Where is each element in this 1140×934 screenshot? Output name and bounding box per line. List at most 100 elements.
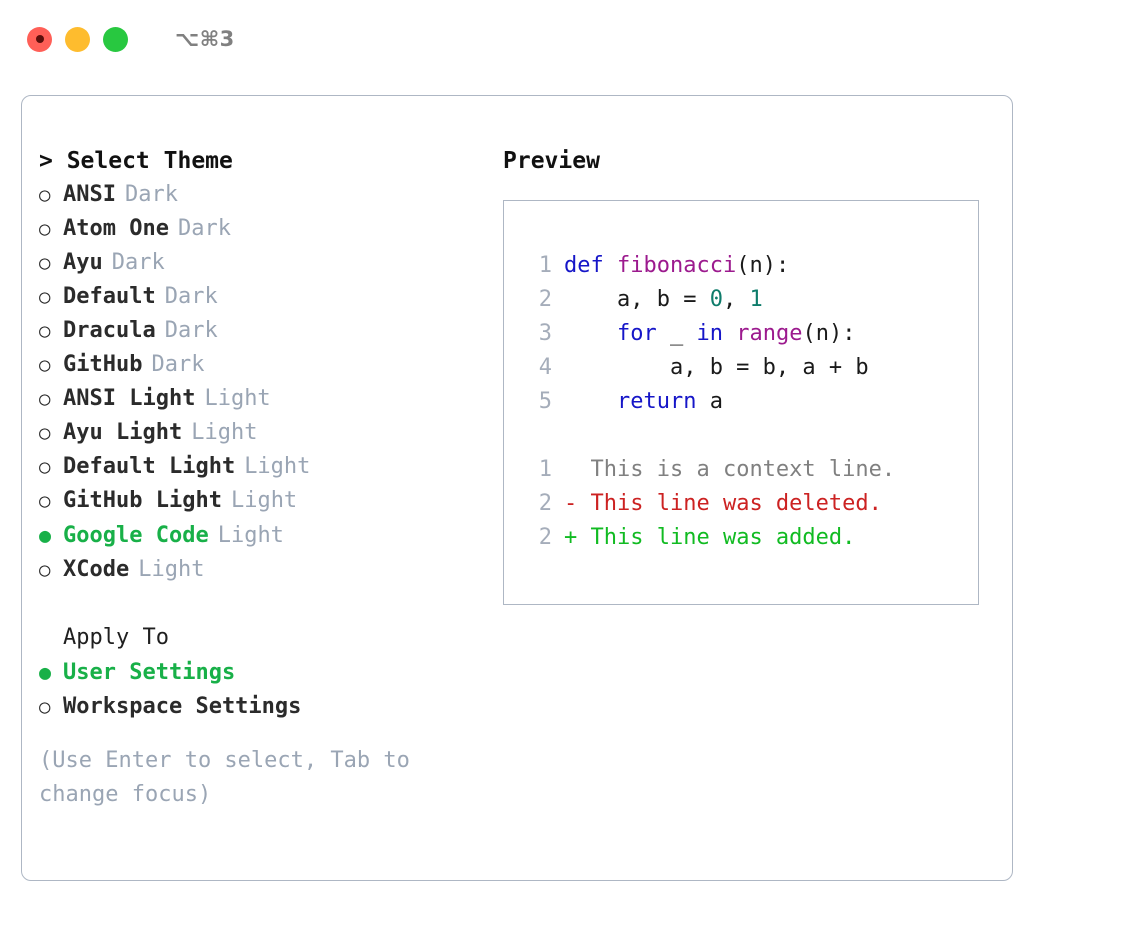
radio-unselected-icon: ○ bbox=[39, 490, 51, 512]
code-diff-gap bbox=[522, 419, 972, 453]
zoom-button-icon[interactable] bbox=[103, 26, 128, 52]
diff-line-text: This line was deleted. bbox=[590, 491, 882, 516]
diff-line-ctx: 1 This is a context line. bbox=[522, 453, 972, 487]
theme-option-label: XCode bbox=[63, 557, 130, 582]
code-token-kw: for bbox=[616, 321, 657, 346]
minimize-button-icon[interactable] bbox=[65, 26, 90, 52]
theme-option-label: Default bbox=[63, 284, 156, 309]
code-token-plain bbox=[564, 321, 617, 346]
diff-line-text: This line was added. bbox=[590, 525, 856, 550]
traffic-lights bbox=[27, 26, 128, 52]
theme-option-label: GitHub Light bbox=[63, 488, 222, 513]
theme-variant-label: Light bbox=[244, 454, 311, 479]
code-token-kw: def bbox=[564, 253, 617, 278]
diff-line-number: 1 bbox=[538, 457, 552, 482]
code-line: 2 a, b = 0, 1 bbox=[522, 283, 972, 317]
diff-line-number: 2 bbox=[538, 491, 552, 516]
preview-title: Preview bbox=[503, 148, 600, 174]
diff-line-prefix: + bbox=[564, 525, 591, 550]
radio-unselected-icon: ○ bbox=[39, 184, 51, 206]
radio-unselected-icon: ○ bbox=[39, 252, 51, 274]
apply-to-option-workspace-settings[interactable]: ○ Workspace Settings bbox=[39, 690, 489, 724]
theme-option-label: Ayu Light bbox=[63, 420, 183, 445]
theme-option-xcode[interactable]: ○ XCode Light bbox=[39, 553, 489, 587]
theme-option-default[interactable]: ○ Default Dark bbox=[39, 280, 489, 314]
apply-to-option-label: User Settings bbox=[63, 660, 236, 685]
theme-variant-label: Dark bbox=[177, 216, 231, 241]
theme-option-label: ANSI bbox=[63, 182, 116, 207]
theme-variant-label: Dark bbox=[164, 318, 218, 343]
radio-unselected-icon: ○ bbox=[39, 320, 51, 342]
apply-to-option-label: Workspace Settings bbox=[63, 694, 302, 719]
window-titlebar: ⌥⌘3 bbox=[0, 0, 1140, 78]
diff-line-del: 2- This line was deleted. bbox=[522, 487, 972, 521]
theme-option-dracula[interactable]: ○ Dracula Dark bbox=[39, 314, 489, 348]
theme-option-ansi[interactable]: ○ ANSI Dark bbox=[39, 178, 489, 212]
diff-line-prefix bbox=[564, 453, 591, 487]
window-title: ⌥⌘3 bbox=[175, 27, 235, 51]
radio-unselected-icon: ○ bbox=[39, 286, 51, 308]
code-token-plain: _ bbox=[656, 321, 697, 346]
radio-unselected-icon: ○ bbox=[39, 559, 51, 581]
code-token-plain bbox=[723, 321, 736, 346]
diff-line-text: This is a context line. bbox=[590, 457, 896, 482]
code-token-kw: return bbox=[616, 389, 697, 414]
code-line-number: 2 bbox=[538, 287, 552, 312]
select-theme-header: > Select Theme bbox=[39, 148, 233, 174]
theme-option-label: GitHub bbox=[63, 352, 143, 377]
theme-variant-label: Dark bbox=[111, 250, 165, 275]
theme-variant-label: Dark bbox=[124, 182, 178, 207]
code-token-plain bbox=[564, 389, 617, 414]
theme-variant-label: Dark bbox=[164, 284, 218, 309]
keyboard-hint: (Use Enter to select, Tab to change focu… bbox=[39, 748, 410, 807]
code-token-plain: a bbox=[696, 389, 723, 414]
theme-option-label: Default Light bbox=[63, 454, 236, 479]
code-token-kw: in bbox=[696, 321, 723, 346]
code-line-text: a, b = b, a + b bbox=[564, 351, 869, 385]
diff-line-number: 2 bbox=[538, 525, 552, 550]
code-line-text: def fibonacci(n): bbox=[564, 249, 789, 283]
code-line-number: 3 bbox=[538, 321, 552, 346]
radio-unselected-icon: ○ bbox=[39, 354, 51, 376]
code-line: 4 a, b = b, a + b bbox=[522, 351, 972, 385]
theme-variant-label: Light bbox=[138, 557, 205, 582]
diff-sample: 1 This is a context line.2- This line wa… bbox=[522, 453, 972, 555]
radio-unselected-icon: ○ bbox=[39, 696, 51, 718]
theme-variant-label: Light bbox=[217, 523, 284, 548]
apply-to-list[interactable]: ● User Settings ○ Workspace Settings bbox=[39, 655, 489, 724]
code-token-punct: (n): bbox=[736, 253, 790, 278]
radio-unselected-icon: ○ bbox=[39, 422, 51, 444]
apply-to-option-user-settings[interactable]: ● User Settings bbox=[39, 655, 489, 690]
diff-line-add: 2 + This line was added. bbox=[522, 521, 972, 555]
code-token-plain: a, b = bbox=[564, 287, 710, 312]
close-button-icon[interactable] bbox=[27, 26, 52, 52]
code-token-fn: range bbox=[736, 321, 803, 346]
radio-selected-icon: ● bbox=[39, 660, 52, 684]
code-token-num: 1 bbox=[749, 287, 763, 312]
theme-variant-label: Light bbox=[204, 386, 271, 411]
code-token-punct: (n): bbox=[802, 321, 856, 346]
code-line-text: a, b = 0, 1 bbox=[564, 283, 763, 317]
theme-option-label: Dracula bbox=[63, 318, 156, 343]
code-line-number: 5 bbox=[538, 389, 552, 414]
theme-option-label: Google Code bbox=[63, 523, 209, 548]
list-spacer bbox=[39, 587, 489, 621]
code-line-number: 1 bbox=[538, 253, 552, 278]
code-token-fn: fibonacci bbox=[616, 253, 737, 278]
theme-option-label: ANSI Light bbox=[63, 386, 196, 411]
